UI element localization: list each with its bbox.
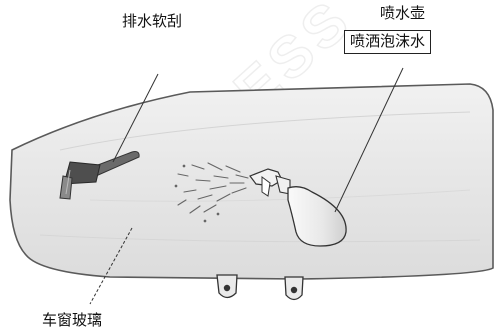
window-clip-icon — [284, 276, 304, 301]
window-clip-icon — [216, 274, 238, 299]
foam-label: 喷洒泡沫水 — [344, 30, 432, 54]
squeegee-label: 排水软刮 — [122, 12, 183, 30]
bottle-leader-line — [334, 67, 404, 213]
window-leader-line — [89, 227, 133, 305]
spray-bottle-icon — [249, 168, 347, 247]
squeegee-leader-line — [112, 73, 159, 163]
spray-bottle-label: 喷水壶 — [380, 4, 426, 22]
squeegee-icon — [59, 151, 140, 200]
spray-mist-icon — [174, 162, 249, 223]
window-label: 车窗玻璃 — [42, 311, 103, 329]
